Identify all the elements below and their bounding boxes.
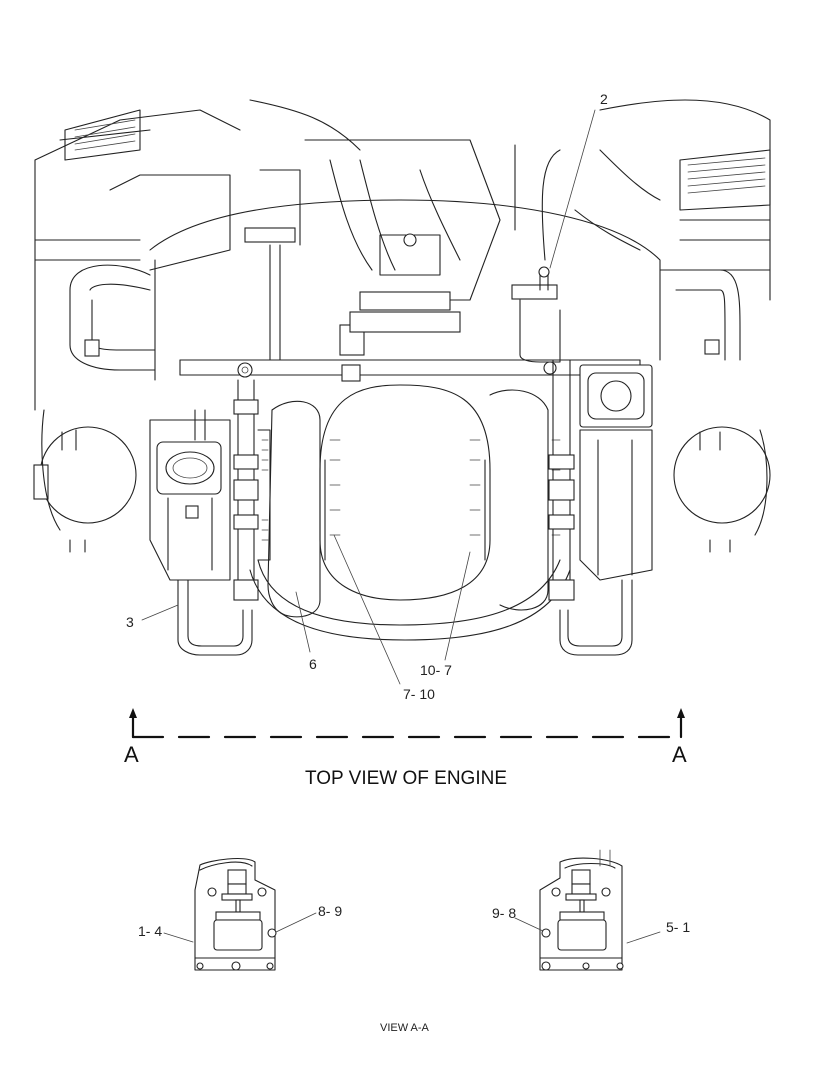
leader-8-9 <box>275 912 317 933</box>
leader-6 <box>295 591 311 653</box>
section-label-right: A <box>672 742 687 767</box>
callout-10-7: 10- 7 <box>420 662 452 678</box>
view-aa-right-bracket <box>539 849 624 971</box>
callout-6: 6 <box>309 656 317 672</box>
callout-7-10: 7- 10 <box>403 686 435 702</box>
leader-5-1 <box>626 931 661 944</box>
leader-7-10 <box>333 534 401 685</box>
callout-1-4: 1- 4 <box>138 923 162 939</box>
callout-5-1: 5- 1 <box>666 919 690 935</box>
leader-9-8 <box>514 917 544 932</box>
section-label-left: A <box>124 742 139 767</box>
leader-3 <box>141 604 179 621</box>
top-view-title: TOP VIEW OF ENGINE <box>305 768 507 789</box>
view-aa-left-bracket <box>194 858 277 971</box>
section-line-a-a <box>129 708 685 739</box>
leader-10-7 <box>444 551 471 661</box>
top-view-engine <box>33 99 771 656</box>
leader-2 <box>549 109 596 269</box>
view-aa-title: VIEW A-A <box>380 1022 430 1034</box>
callout-9-8: 9- 8 <box>492 905 516 921</box>
callout-3: 3 <box>126 614 134 630</box>
leader-lines <box>141 109 596 685</box>
callout-8-9: 8- 9 <box>318 903 342 919</box>
callout-2: 2 <box>600 91 608 107</box>
leader-1-4 <box>163 932 194 943</box>
